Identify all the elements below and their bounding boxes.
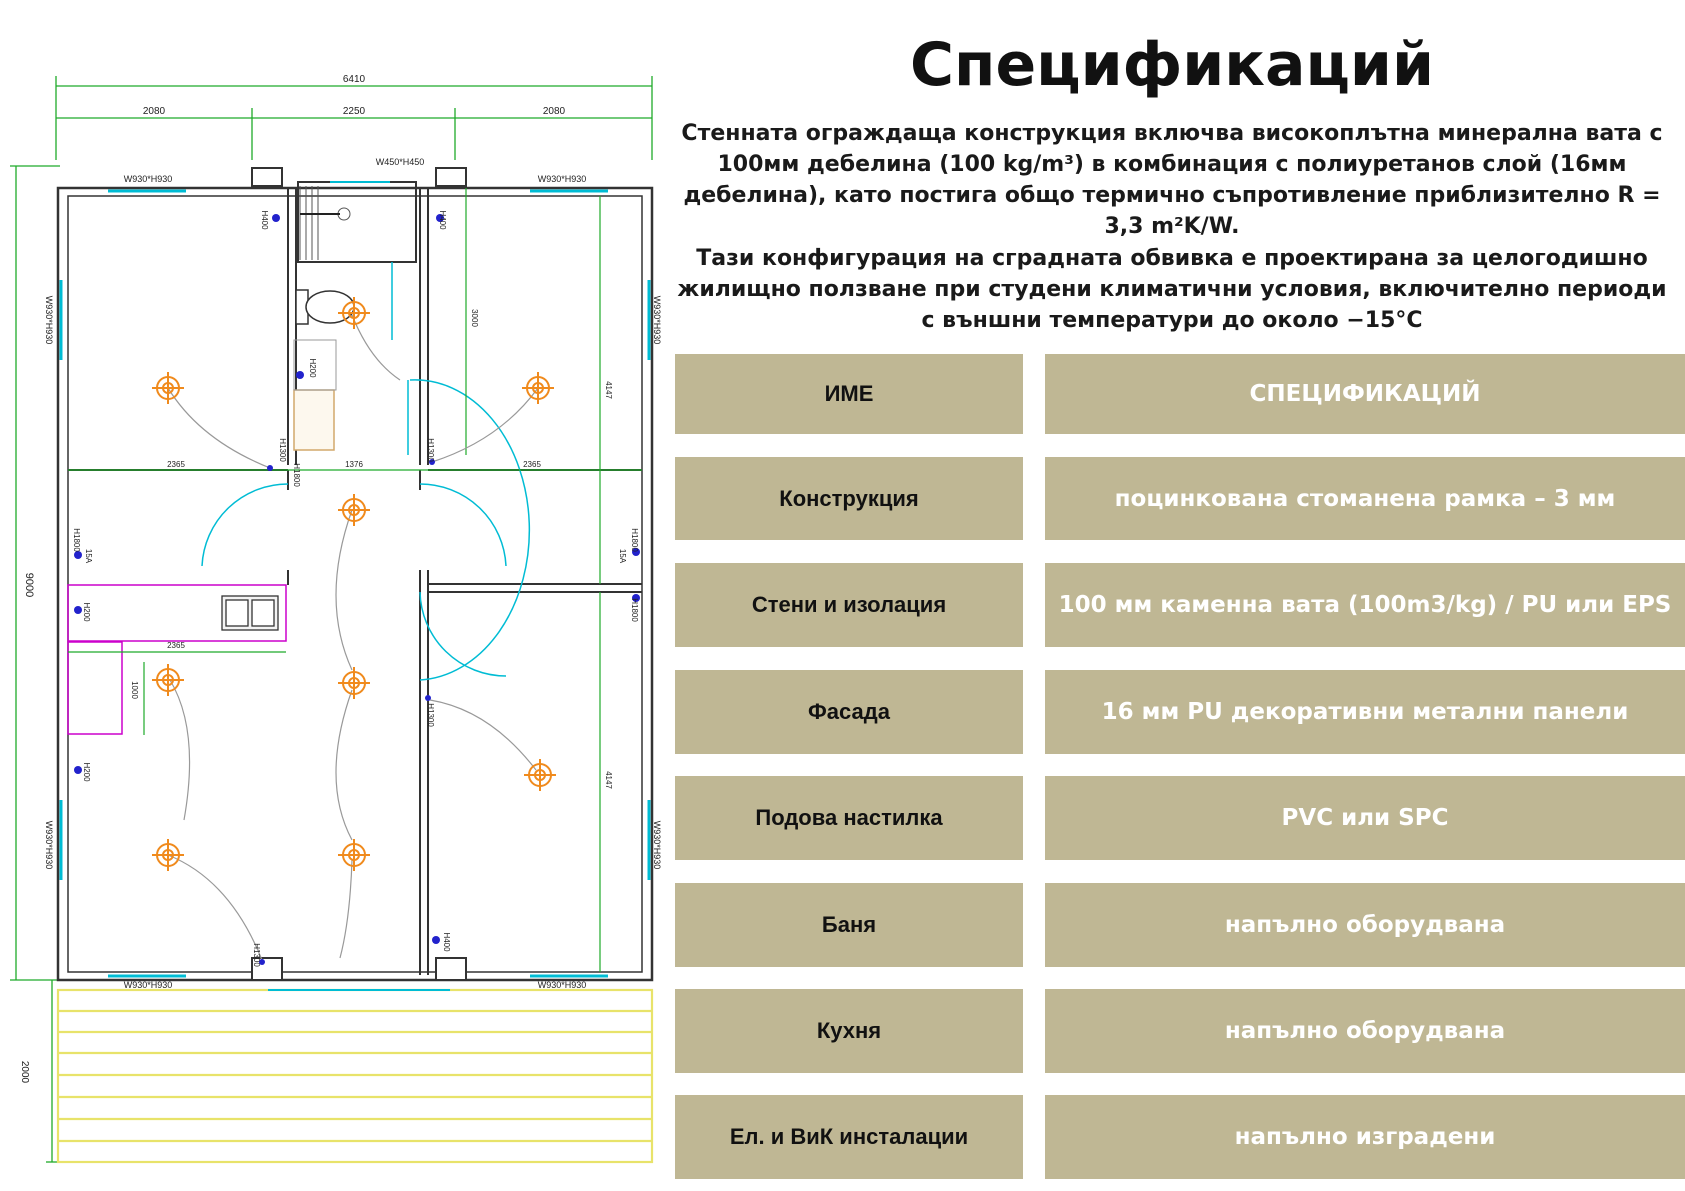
floor-plan: 6410 2080 2250 2080 9000 2000 [10, 74, 662, 1164]
socket-icon [296, 371, 304, 379]
height-label: H1800 [292, 463, 301, 487]
ceiling-lights [152, 297, 556, 871]
window-right-upper-label: W930*H930 [652, 296, 662, 345]
shower [299, 186, 351, 260]
toilet [295, 289, 355, 325]
height-label: H1300 [426, 703, 435, 727]
spec-row-value: напълно оборудвана [1045, 883, 1685, 967]
socket-icon [632, 548, 640, 556]
window-bath-label: W450*H450 [376, 157, 425, 167]
dim-kitchen-depth: 1000 [130, 681, 139, 699]
dim-room-depth-upper: 4147 [604, 381, 613, 399]
window-right-lower-label: W930*H930 [652, 821, 662, 870]
amp-label: 15A [84, 549, 93, 564]
sockets [74, 214, 640, 965]
spec-row-name: Подова настилка [675, 776, 1023, 860]
spec-row-name: Кухня [675, 989, 1023, 1073]
bath-cabinet [293, 389, 335, 451]
switch-icon [267, 465, 273, 471]
intro-paragraph-insulation: Стенната ограждаща конструкция включва в… [681, 121, 1663, 239]
kitchen-sink [221, 595, 279, 631]
spec-header-value: СПЕЦИФИКАЦИЙ [1045, 354, 1685, 434]
dim-right-width: 2080 [543, 106, 566, 117]
washing-machine [293, 339, 337, 391]
dimension-lines-inner [68, 188, 642, 972]
dim-terrace-depth: 2000 [19, 1061, 30, 1084]
amp-label: 15A [618, 549, 627, 564]
light-icon [338, 839, 370, 871]
height-label: H400 [260, 210, 269, 230]
spec-row-name: Баня [675, 883, 1023, 967]
page-title: Спецификаций [909, 30, 1435, 100]
spec-row-value: напълно изградени [1045, 1095, 1685, 1179]
height-label: H200 [308, 358, 317, 378]
height-label: H1800 [72, 528, 81, 552]
switch-icon [429, 459, 435, 465]
light-wiring [167, 314, 539, 961]
height-label: H400 [442, 932, 451, 952]
spec-row-name: Конструкция [675, 457, 1023, 540]
windows [59, 181, 651, 991]
height-label: H200 [82, 602, 91, 622]
switch-icon [425, 695, 431, 701]
socket-icon [74, 551, 82, 559]
window-bottom-right-label: W930*H930 [538, 980, 587, 990]
height-label: H1800 [630, 528, 639, 552]
dim-middle-width: 2250 [343, 106, 366, 117]
spec-row-value: 16 мм PU декоративни метални панели [1045, 670, 1685, 754]
dim-bath-depth: 3000 [470, 309, 479, 327]
height-label: H1300 [426, 438, 435, 462]
doors [201, 262, 531, 681]
light-icon [522, 372, 554, 404]
light-icon [338, 667, 370, 699]
spec-row-name: Стени и изолация [675, 563, 1023, 647]
dim-left-room: 2365 [167, 460, 185, 469]
socket-icon [432, 936, 440, 944]
height-label: H1300 [252, 943, 261, 967]
height-label: H400 [438, 210, 447, 230]
dimension-lines-left [10, 165, 60, 1163]
window-left-upper-label: W930*H930 [44, 296, 54, 345]
height-label: H1800 [630, 598, 639, 622]
spec-row-value: PVC или SPC [1045, 776, 1685, 860]
spec-header-name: ИМЕ [675, 354, 1023, 434]
height-label: H200 [82, 762, 91, 782]
terrace [56, 988, 654, 1164]
interior-walls [68, 469, 642, 975]
kitchen-counter [67, 584, 287, 735]
dim-corridor: 1376 [345, 460, 363, 469]
light-icon [338, 297, 370, 329]
light-icon [152, 839, 184, 871]
spec-row-name: Ел. и ВиК инсталации [675, 1095, 1023, 1179]
dimension-lines-top [55, 76, 653, 160]
socket-icon [272, 214, 280, 222]
dim-kitchen-width: 2365 [167, 641, 185, 650]
spec-row-value: напълно оборудвана [1045, 989, 1685, 1073]
socket-icon [436, 214, 444, 222]
window-bottom-left-label: W930*H930 [124, 980, 173, 990]
spec-row-name: Фасада [675, 670, 1023, 754]
socket-icon [632, 594, 640, 602]
intro-paragraph-climate: Тази конфигурация на сградната обвивка е… [677, 246, 1667, 333]
window-top-left-label: W930*H930 [124, 174, 173, 184]
dim-overall-depth: 9000 [23, 573, 35, 597]
light-icon [152, 664, 184, 696]
spec-row-value: 100 мм каменна вата (100m3/kg) / PU или … [1045, 563, 1685, 647]
light-icon [338, 494, 370, 526]
height-label: H1300 [278, 438, 287, 462]
window-top-right-label: W930*H930 [538, 174, 587, 184]
light-icon [524, 759, 556, 791]
dim-right-room: 2365 [523, 460, 541, 469]
dim-room-depth-lower: 4147 [604, 771, 613, 789]
dim-left-width: 2080 [143, 106, 166, 117]
window-left-lower-label: W930*H930 [44, 821, 54, 870]
dim-overall-width: 6410 [343, 74, 366, 85]
switch-icon [259, 959, 265, 965]
light-icon [152, 372, 184, 404]
socket-icon [74, 606, 82, 614]
socket-icon [74, 766, 82, 774]
spec-row-value: поцинкована стоманена рамка – 3 мм [1045, 457, 1685, 540]
